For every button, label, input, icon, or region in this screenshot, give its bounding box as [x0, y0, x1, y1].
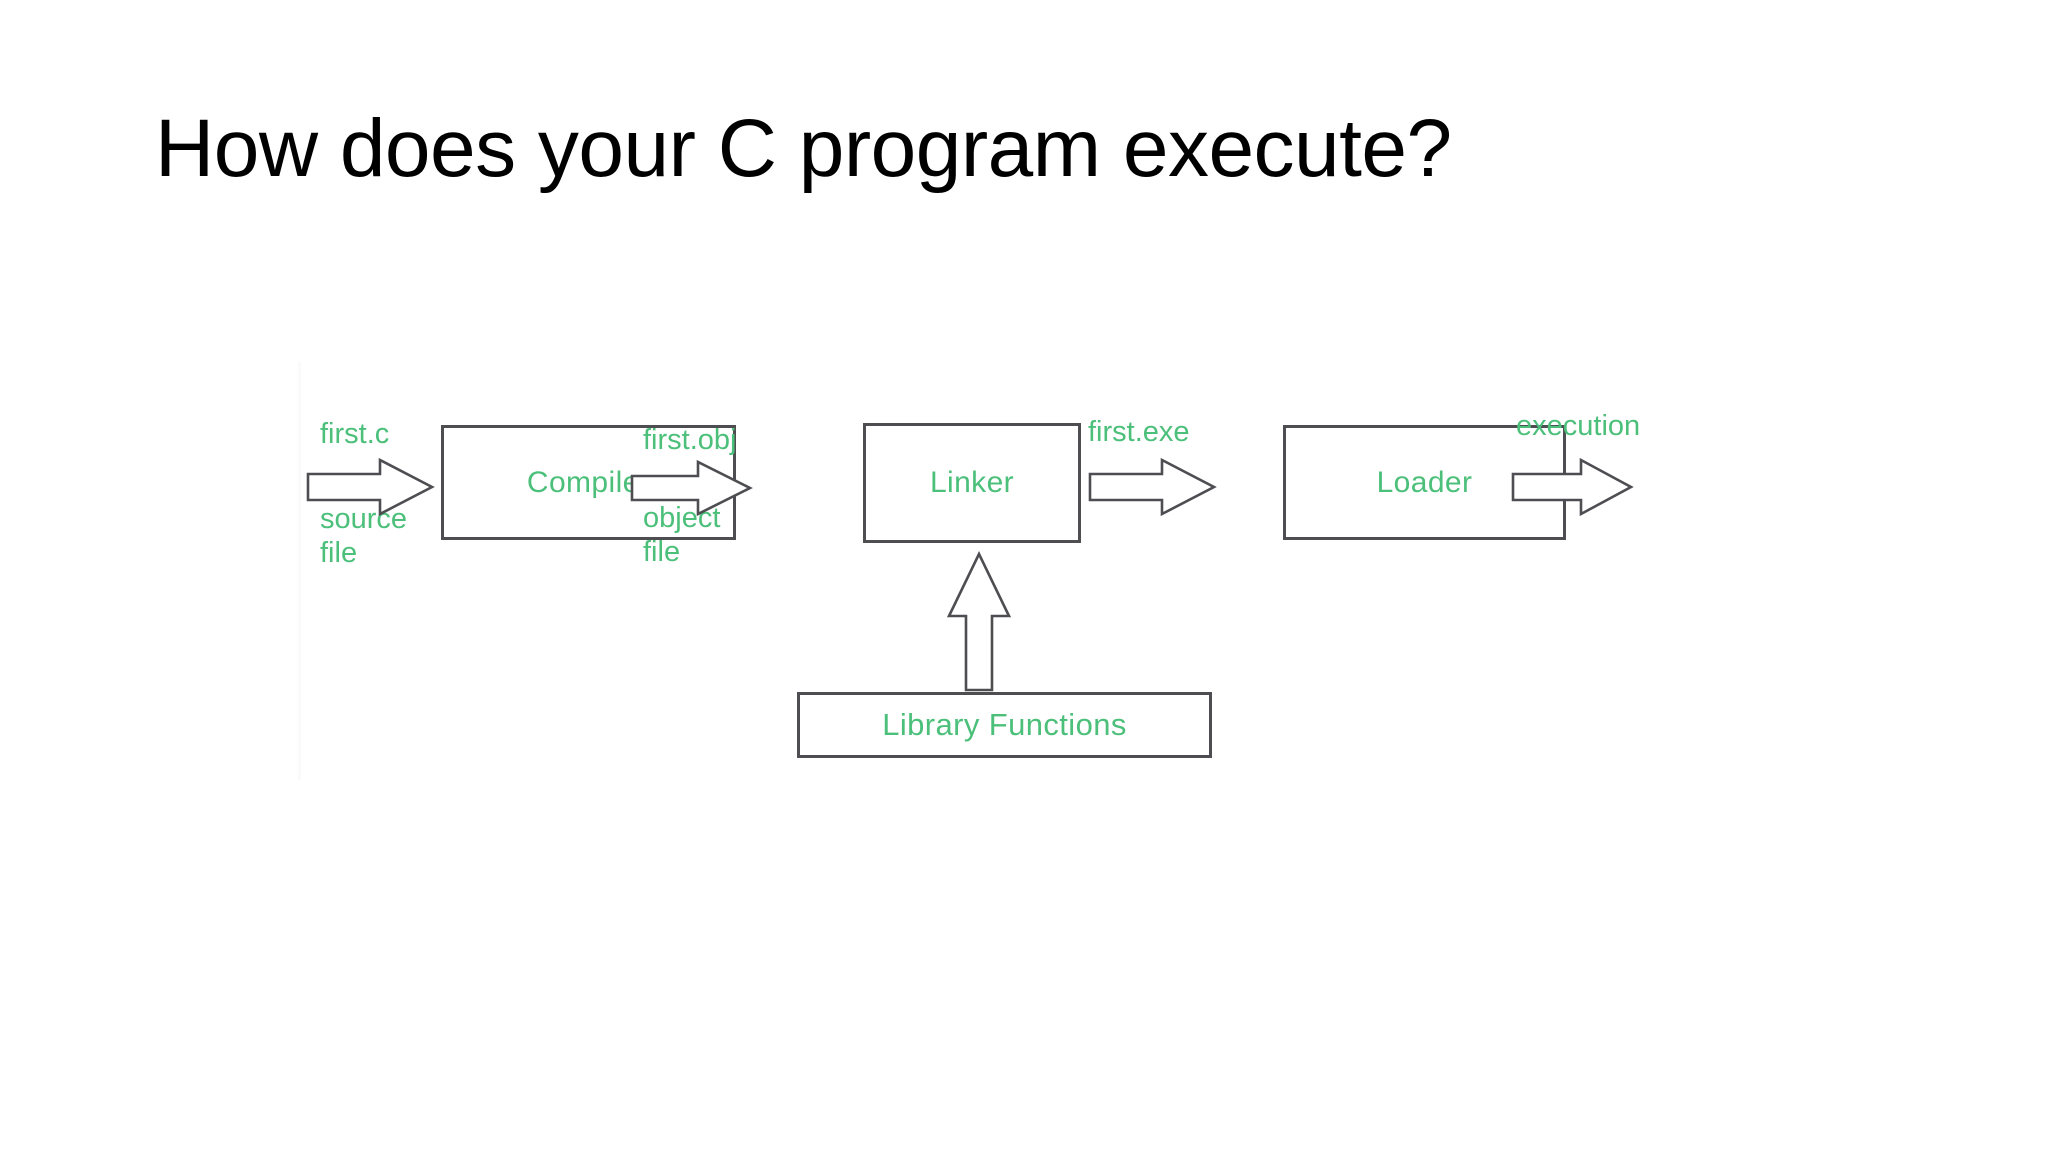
c-program-execution-diagram: first.c source file Compiler first.obj o…: [298, 362, 1718, 790]
label-execution: execution: [1516, 410, 1641, 442]
diagram-left-edge: [298, 362, 301, 780]
arrow-linker-to-loader-icon: [1088, 457, 1217, 517]
arrow-loader-to-execution-icon: [1511, 457, 1634, 517]
arrow-compiler-to-linker-icon: [630, 459, 753, 517]
label-first-obj: first.obj: [643, 424, 737, 456]
label-first-exe: first.exe: [1088, 416, 1190, 448]
arrow-library-to-linker-icon: [946, 551, 1012, 692]
page-title: How does your C program execute?: [155, 103, 1452, 194]
label-source-file-line2: file: [320, 536, 358, 569]
box-linker[interactable]: Linker: [863, 423, 1081, 543]
label-object-file-line2: file: [643, 535, 681, 568]
box-compiler-label: Compiler: [526, 465, 651, 499]
box-library-functions[interactable]: Library Functions: [797, 692, 1212, 758]
label-first-c: first.c: [320, 418, 390, 450]
box-loader-label: Loader: [1376, 465, 1473, 499]
box-library-functions-label: Library Functions: [882, 707, 1127, 742]
arrow-source-to-compiler-icon: [306, 457, 435, 517]
box-linker-label: Linker: [929, 466, 1015, 499]
